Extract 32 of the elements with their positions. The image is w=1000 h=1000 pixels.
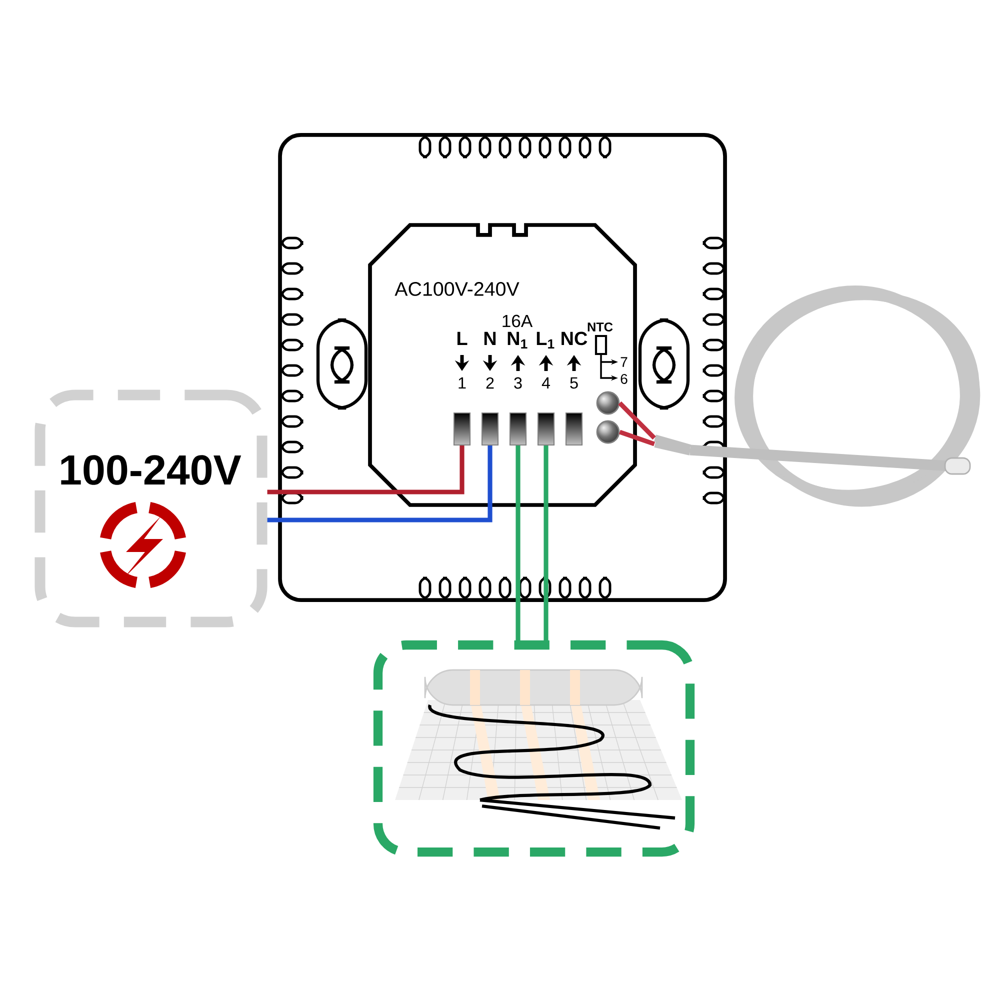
terminal-label: 7 bbox=[620, 357, 628, 367]
terminal-block bbox=[538, 412, 555, 446]
terminal-block bbox=[565, 412, 583, 446]
wire bbox=[267, 446, 464, 494]
terminal-number: 2 bbox=[486, 377, 494, 389]
terminal-label: NC bbox=[562, 332, 588, 346]
terminal-number: 4 bbox=[542, 377, 550, 389]
wire bbox=[618, 430, 656, 446]
terminal-number: 1 bbox=[458, 377, 466, 389]
terminal-label: L bbox=[457, 332, 468, 345]
terminal-label: N$_{1}$ bbox=[508, 332, 528, 348]
wire bbox=[516, 446, 520, 640]
terminal-label: L$_{1}$ bbox=[536, 332, 554, 348]
terminal-block bbox=[453, 412, 471, 446]
terminal-block bbox=[510, 412, 527, 446]
terminal-block bbox=[482, 412, 499, 446]
sensor-cable-drawing bbox=[654, 286, 980, 507]
terminal-number: 3 bbox=[514, 377, 522, 389]
wire bbox=[267, 446, 492, 522]
wire bbox=[618, 401, 656, 440]
terminal-label: 6 bbox=[620, 374, 628, 384]
heating-mat-box bbox=[373, 640, 695, 857]
terminal-label: NTC bbox=[588, 322, 613, 332]
node-label: 100-240V bbox=[61, 455, 242, 485]
heating-mat-drawing bbox=[395, 669, 682, 830]
screw-terminal bbox=[596, 391, 620, 415]
back-plate-drawing bbox=[278, 133, 727, 602]
terminal-label: 16A bbox=[502, 314, 533, 328]
terminal-label: N bbox=[484, 332, 496, 345]
screw-terminal bbox=[596, 420, 620, 444]
terminal-number: 5 bbox=[570, 377, 578, 389]
wire bbox=[544, 446, 548, 640]
